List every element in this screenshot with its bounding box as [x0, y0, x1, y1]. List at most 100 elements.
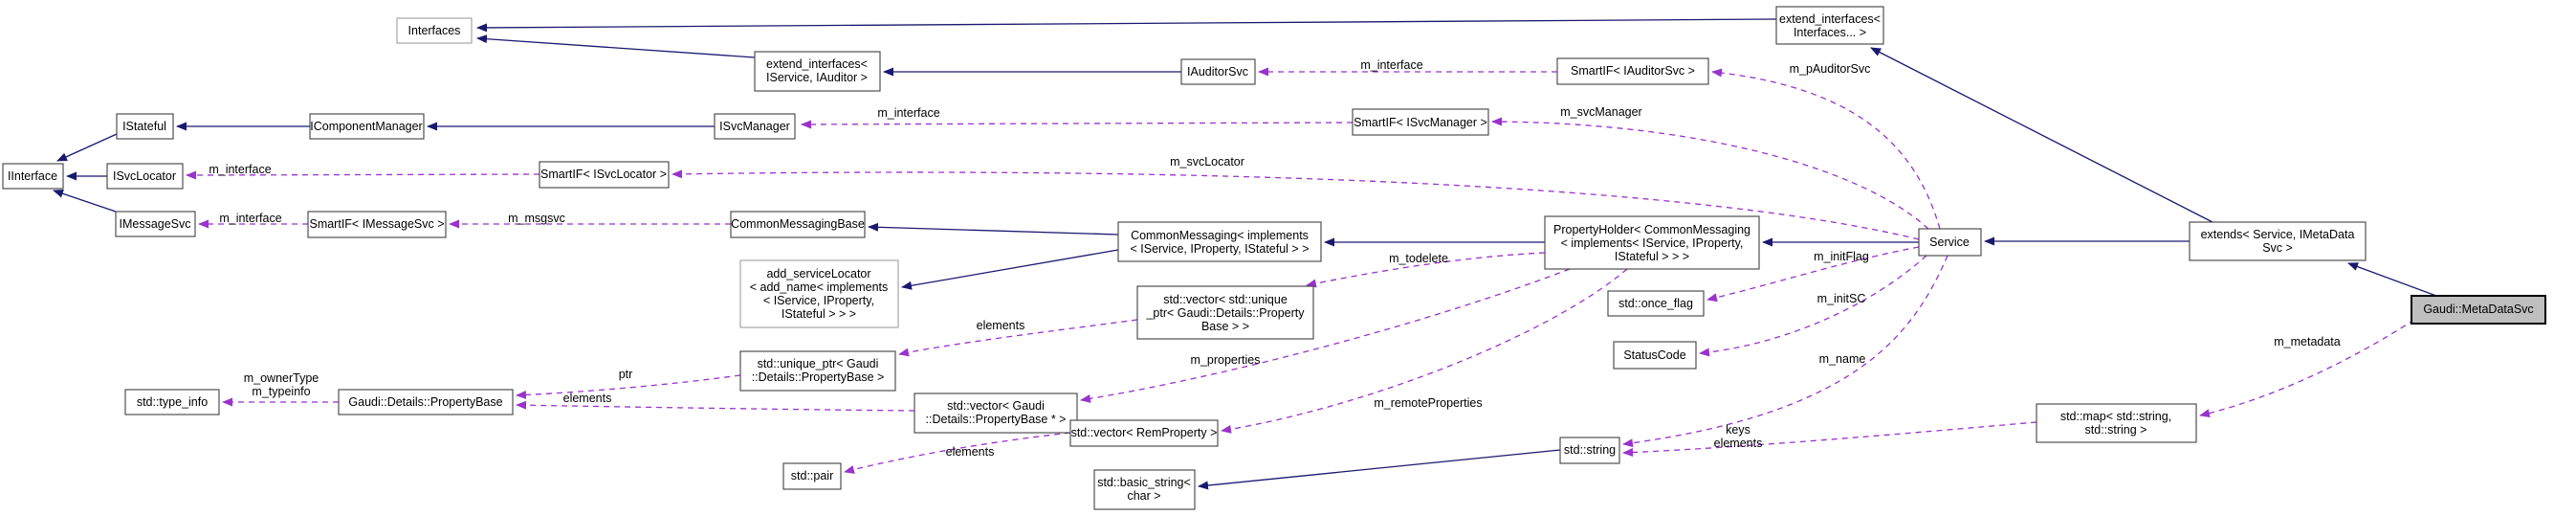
- node-iauditorsvc[interactable]: IAuditorSvc: [1180, 58, 1256, 85]
- node-smartif-isvcmanager[interactable]: SmartIF< ISvcManager >: [1352, 108, 1489, 136]
- node-box: [539, 161, 670, 189]
- node-isvcmanager[interactable]: ISvcManager: [714, 113, 796, 140]
- node-label: IInterface: [8, 169, 57, 183]
- node-box: [124, 389, 220, 415]
- node-vector-remproperty[interactable]: std::vector< RemProperty >: [1069, 419, 1219, 447]
- node-box: [1559, 437, 1620, 464]
- node-extends-service-imetadatasvc[interactable]: extends< Service, IMetaData Svc >: [2189, 221, 2367, 261]
- node-smartif-imessagesvc[interactable]: SmartIF< IMessageSvc >: [307, 211, 447, 238]
- node-label: char >: [1127, 489, 1160, 503]
- edge-smartifsvcmgr-to-isvcmgr: [801, 120, 1354, 129]
- node-label: std::vector< Gaudi: [947, 399, 1045, 413]
- node-label: std::pair: [791, 469, 833, 482]
- edge-label-elements-uptr: elements: [977, 319, 1025, 332]
- edge-propholder-to-vecuptr: [1306, 252, 1546, 288]
- edge-vecpbptr-to-propertybase: [516, 400, 915, 412]
- node-vector-propertybase-ptr[interactable]: std::vector< Gaudi ::Details::PropertyBa…: [914, 393, 1078, 434]
- node-extend-interfaces-iservice-iauditor[interactable]: extend_interfaces< IService, IAuditor >: [754, 51, 881, 92]
- node-box: [2, 163, 64, 190]
- node-smartif-isvclocator[interactable]: SmartIF< ISvcLocator >: [539, 161, 670, 189]
- node-iinterface[interactable]: IInterface: [2, 163, 64, 190]
- edge-service-to-smartifsvcloc: [672, 169, 1920, 240]
- edge-label-m-msgsvc: m_msgsvc: [508, 212, 565, 225]
- node-commonmessagingbase[interactable]: CommonMessagingBase: [730, 211, 866, 238]
- node-std-pair[interactable]: std::pair: [782, 462, 842, 490]
- node-label: Gaudi::MetaDataSvc: [2423, 303, 2533, 316]
- edge-label-m-properties: m_properties: [1191, 353, 1261, 367]
- node-commonmessaging[interactable]: CommonMessaging< implements < IService, …: [1117, 221, 1322, 262]
- node-box: [338, 389, 514, 415]
- edge-map-to-string: [1622, 421, 2037, 458]
- node-label: PropertyHolder< CommonMessaging: [1553, 223, 1750, 236]
- node-label: extend_interfaces<: [766, 57, 868, 71]
- node-box: [2189, 221, 2367, 261]
- edge-label-m-pauditorsvc: m_pAuditorSvc: [1790, 62, 1871, 76]
- node-std-basic-string-char[interactable]: std::basic_string< char >: [1093, 469, 1196, 510]
- node-label: IStateful: [122, 120, 166, 133]
- edge-extendifsa-to-interfaces: [476, 34, 756, 58]
- node-label: ISvcManager: [719, 120, 790, 133]
- node-smartif-iauditorsvc[interactable]: SmartIF< IAuditorSvc >: [1556, 57, 1709, 85]
- node-label: extends< Service, IMetaData: [2201, 228, 2355, 241]
- node-box: [106, 163, 184, 190]
- node-label: Svc >: [2262, 241, 2293, 255]
- node-service[interactable]: Service: [1918, 228, 1982, 257]
- node-label: Gaudi::Details::PropertyBase: [348, 395, 502, 409]
- node-add-servicelocator[interactable]: add_serviceLocator < add_name< implement…: [739, 259, 899, 328]
- edge-commonmsg-to-addsvclocator: [901, 249, 1119, 290]
- node-box: [1069, 419, 1219, 447]
- edge-commonmsg-to-commonmsgbase: [868, 222, 1119, 236]
- edge-vecuptr-to-uptr: [898, 319, 1138, 357]
- node-box: [1613, 341, 1697, 370]
- node-imessagesvc[interactable]: IMessageSvc: [115, 211, 196, 237]
- node-box: [739, 350, 896, 392]
- node-label: ::Details::PropertyBase * >: [926, 413, 1067, 426]
- node-icomponentmanager[interactable]: IComponentManager: [309, 113, 425, 140]
- node-label: std::unique_ptr< Gaudi: [758, 357, 879, 370]
- node-interfaces[interactable]: Interfaces: [396, 17, 473, 44]
- node-extend-interfaces-variadic[interactable]: extend_interfaces< Interfaces... >: [1775, 6, 1884, 45]
- node-label: CommonMessagingBase: [731, 217, 865, 231]
- edge-propholder-to-vecpbptr: [1080, 268, 1571, 403]
- edge-label-m-initflag: m_initFlag: [1814, 250, 1869, 263]
- node-gaudi-details-propertybase[interactable]: Gaudi::Details::PropertyBase: [338, 389, 514, 415]
- node-istateful[interactable]: IStateful: [116, 113, 174, 140]
- node-std-map-string-string[interactable]: std::map< std::string, std::string >: [2036, 403, 2197, 443]
- node-box: [754, 51, 881, 92]
- node-isvclocator[interactable]: ISvcLocator: [106, 163, 184, 190]
- edge-label-m-remoteproperties: m_remoteProperties: [1374, 396, 1482, 410]
- node-label: Interfaces: [408, 24, 461, 37]
- node-propertyholder[interactable]: PropertyHolder< CommonMessaging < implem…: [1544, 215, 1760, 270]
- node-box: [2411, 295, 2546, 325]
- edge-label-m-svclocator: m_svcLocator: [1170, 155, 1244, 168]
- node-unique-ptr-propertybase[interactable]: std::unique_ptr< Gaudi ::Details::Proper…: [739, 350, 896, 392]
- edge-service-to-onceflag: [1706, 246, 1920, 303]
- edge-service-to-string: [1622, 255, 1949, 448]
- node-box: [1607, 290, 1705, 317]
- node-box: [115, 211, 196, 237]
- edge-service-to-smartifauditor: [1711, 68, 1941, 230]
- node-std-string[interactable]: std::string: [1559, 437, 1620, 464]
- edge-string-to-basicstring: [1198, 449, 1561, 490]
- node-vector-unique-ptr-propertybase[interactable]: std::vector< std::unique _ptr< Gaudi::De…: [1136, 285, 1314, 340]
- node-label: IStateful > > >: [782, 307, 856, 321]
- node-label: std::type_info: [137, 395, 208, 409]
- node-box: [714, 113, 796, 140]
- node-box: [1775, 6, 1884, 45]
- node-statuscode[interactable]: StatusCode: [1613, 341, 1697, 370]
- node-label: std::once_flag: [1618, 297, 1693, 310]
- node-std-type-info[interactable]: std::type_info: [124, 389, 220, 415]
- edge-propholder-to-vecrem: [1221, 268, 1628, 434]
- node-label: Base > >: [1201, 320, 1249, 333]
- node-label: add_serviceLocator: [766, 267, 870, 280]
- node-label: IStateful > > >: [1615, 250, 1689, 263]
- edge-label-m-svcmanager: m_svcManager: [1560, 105, 1641, 119]
- node-std-once-flag[interactable]: std::once_flag: [1607, 290, 1705, 317]
- node-box: [1918, 228, 1982, 257]
- node-label: std::map< std::string,: [2060, 410, 2171, 423]
- node-label: _ptr< Gaudi::Details::Property: [1145, 306, 1305, 320]
- node-label: std::vector< RemProperty >: [1071, 426, 1218, 439]
- node-label: SmartIF< IMessageSvc >: [309, 217, 444, 231]
